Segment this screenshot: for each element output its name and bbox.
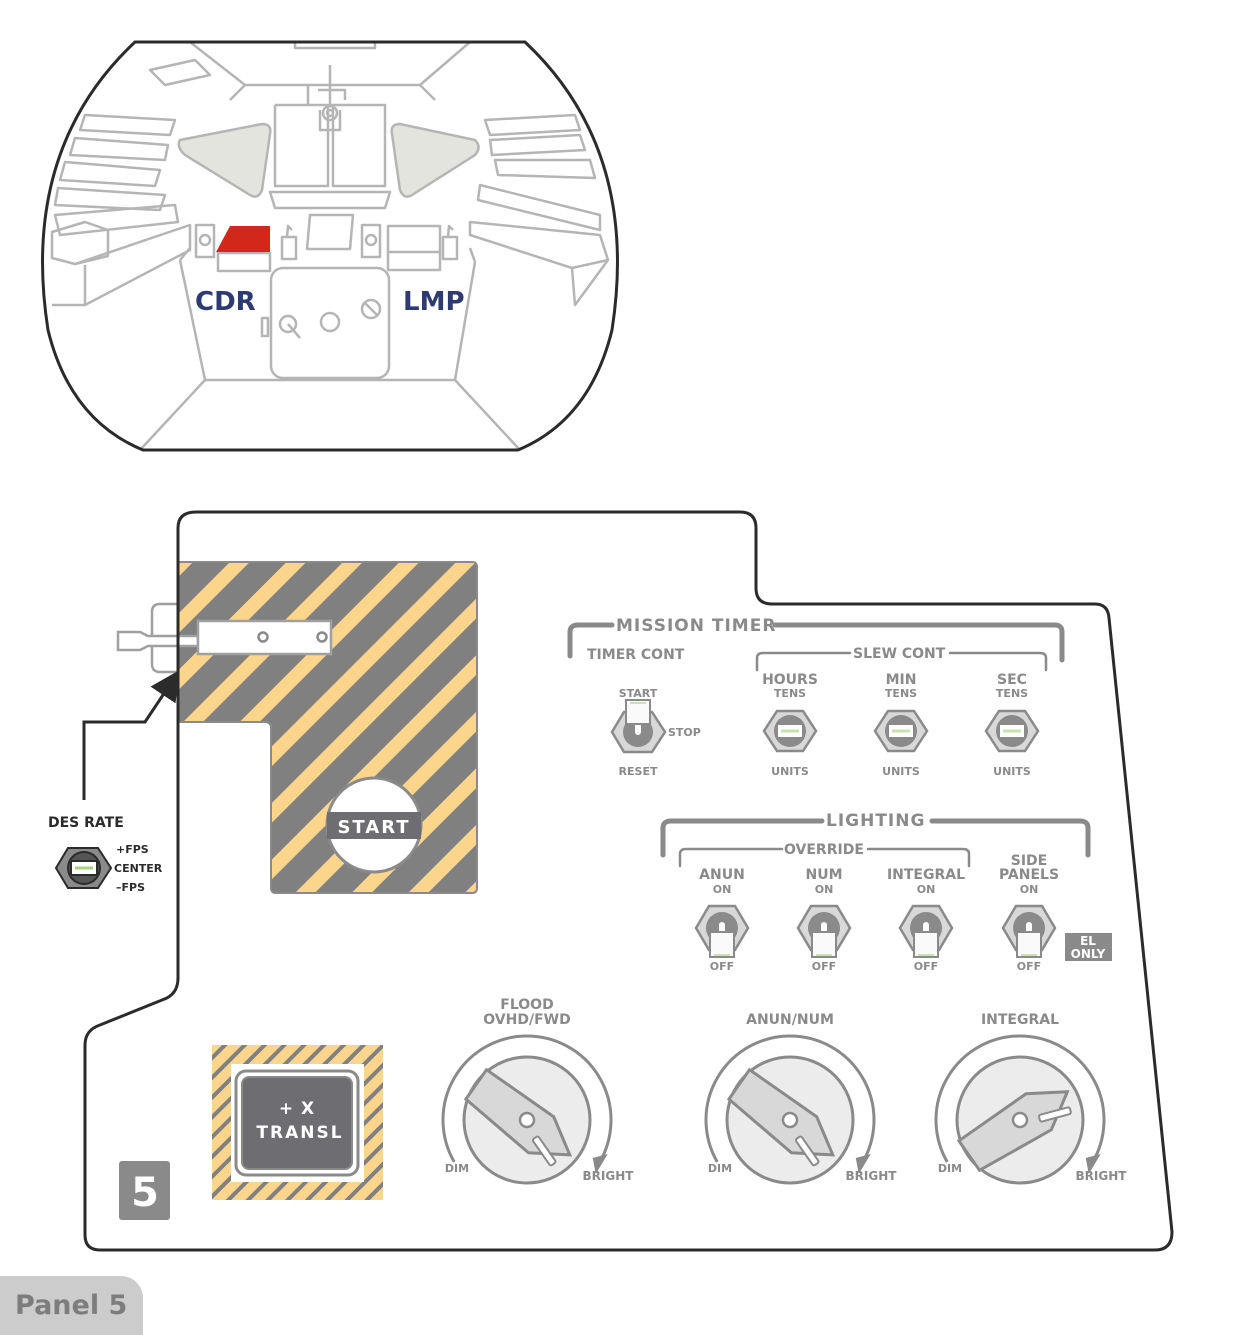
des-rate-minus-fps: –FPS xyxy=(116,881,145,894)
x-transl-button[interactable]: + X TRANSL xyxy=(234,1069,360,1177)
side-panels-label-1: SIDE xyxy=(1011,853,1047,869)
timer-cont-reset-label: RESET xyxy=(619,765,658,778)
des-rate-callout-arrow xyxy=(82,670,180,800)
forward-hatch xyxy=(269,266,391,380)
knob-integral-title: INTEGRAL xyxy=(981,1012,1059,1028)
cdr-window xyxy=(177,122,272,198)
panel-tab-label: Panel 5 xyxy=(15,1290,128,1321)
slew-sec-units-label: UNITS xyxy=(993,765,1031,778)
svg-text:5: 5 xyxy=(131,1170,159,1216)
lmp-window xyxy=(390,122,480,198)
des-rate-center: CENTER xyxy=(114,862,163,875)
side-panels-toggle-switch[interactable] xyxy=(1001,904,1057,958)
panel-5-location-highlight xyxy=(216,226,270,252)
timer-cont-title: TIMER CONT xyxy=(587,647,685,663)
side-panels-label-2: PANELS xyxy=(999,867,1059,883)
knob-integral-dial[interactable] xyxy=(955,1055,1085,1185)
side-panels-off-label: OFF xyxy=(1017,960,1041,973)
start-label: START xyxy=(337,817,410,838)
num-label: NUM xyxy=(805,867,842,883)
slew-hours-units-label: UNITS xyxy=(771,765,809,778)
overhead-window xyxy=(148,58,212,87)
timer-cont-stop-label: STOP xyxy=(668,726,701,739)
side-panels-on-label: ON xyxy=(1020,883,1039,896)
num-on-label: ON xyxy=(815,883,834,896)
num-off-label: OFF xyxy=(812,960,836,973)
slew-sec-label: SEC xyxy=(997,672,1027,688)
knob-ovhd-fwd-dial[interactable] xyxy=(461,1055,592,1185)
integral-on-label: ON xyxy=(917,883,936,896)
knob-anun-num-range-arc xyxy=(704,1034,876,1163)
knob-integral-arrow-icon xyxy=(1085,1154,1101,1174)
num-toggle-switch[interactable] xyxy=(796,904,852,958)
knob-anun-num-title: ANUN/NUM xyxy=(746,1012,834,1028)
knob-integral-range-arc xyxy=(934,1034,1106,1163)
integral-off-label: OFF xyxy=(914,960,938,973)
cockpit-window-frame xyxy=(41,40,619,452)
mission-timer-section: MISSION TIMER TIMER CONT SLEW CONT xyxy=(567,616,1065,672)
anun-toggle-switch[interactable] xyxy=(694,904,750,958)
lighting-switches: ANUNONOFFNUMONOFFINTEGRALONOFFSIDEPANELS… xyxy=(694,853,1059,973)
slew-hours-tens-label: TENS xyxy=(774,687,806,700)
center-console xyxy=(268,65,392,251)
panel-number-badge: 5 xyxy=(119,1161,170,1220)
panel-tab[interactable]: Panel 5 xyxy=(0,1276,143,1335)
integral-toggle-switch[interactable] xyxy=(898,904,954,958)
svg-text:ONLY: ONLY xyxy=(1071,947,1106,961)
el-only-badge: EL ONLY xyxy=(1065,933,1112,961)
anun-on-label: ON xyxy=(713,883,732,896)
knob-ovhd-fwd-title: OVHD/FWD xyxy=(483,1012,570,1028)
timer-cont-switch[interactable] xyxy=(610,699,667,754)
left-side-racks xyxy=(50,113,192,307)
slew-min-tens-label: TENS xyxy=(885,687,917,700)
lmp-label: LMP xyxy=(403,287,465,317)
engine-start-button[interactable]: START xyxy=(325,776,423,874)
override-title: OVERRIDE xyxy=(784,842,864,858)
knob-ovhd-fwd-arrow-icon xyxy=(592,1154,608,1174)
integral-label: INTEGRAL xyxy=(887,867,965,883)
cdr-panel-small xyxy=(194,223,216,259)
knob-ovhd-fwd-bright-label: BRIGHT xyxy=(583,1169,635,1183)
slew-min-units-label: UNITS xyxy=(882,765,920,778)
knob-anun-num-arrow-icon xyxy=(855,1154,871,1174)
anun-label: ANUN xyxy=(699,867,745,883)
knob-anun-num-dim-label: DIM xyxy=(708,1162,732,1175)
x-transl-line1: + X xyxy=(279,1099,315,1119)
slew-hours-label: HOURS xyxy=(762,672,818,688)
des-rate-plus-fps: +FPS xyxy=(116,843,149,856)
knob-ovhd-fwd-range-arc xyxy=(441,1034,613,1163)
timer-cont-start-label: START xyxy=(619,687,658,700)
cockpit-overview: CDR LMP xyxy=(41,40,619,452)
lighting-section: LIGHTING OVERRIDE xyxy=(660,811,1091,868)
lighting-title: LIGHTING xyxy=(826,811,925,831)
knob-anun-num-bright-label: BRIGHT xyxy=(846,1169,898,1183)
knob-ovhd-fwd-dim-label: DIM xyxy=(445,1162,469,1175)
mission-timer-title: MISSION TIMER xyxy=(616,616,776,636)
cdr-label: CDR xyxy=(195,287,256,317)
slew-sec-switch[interactable] xyxy=(984,709,1040,753)
slew-min-switch[interactable] xyxy=(873,709,929,753)
knob-ovhd-fwd-title-1: FLOOD xyxy=(500,997,553,1013)
slew-min-label: MIN xyxy=(886,672,917,688)
cockpit-ceiling-lines xyxy=(42,42,471,87)
slew-cont-title: SLEW CONT xyxy=(853,646,946,662)
anun-off-label: OFF xyxy=(710,960,734,973)
des-rate-title: DES RATE xyxy=(48,815,124,831)
knob-integral-bright-label: BRIGHT xyxy=(1076,1169,1128,1183)
right-side-racks xyxy=(468,113,610,307)
slew-sec-tens-label: TENS xyxy=(996,687,1028,700)
slew-hours-switch[interactable] xyxy=(762,709,818,753)
x-transl-line2: TRANSL xyxy=(256,1123,343,1143)
des-rate-switch[interactable] xyxy=(54,847,113,889)
svg-text:EL: EL xyxy=(1080,934,1096,948)
knob-integral-dim-label: DIM xyxy=(938,1162,962,1175)
knob-anun-num-dial[interactable] xyxy=(724,1055,855,1185)
